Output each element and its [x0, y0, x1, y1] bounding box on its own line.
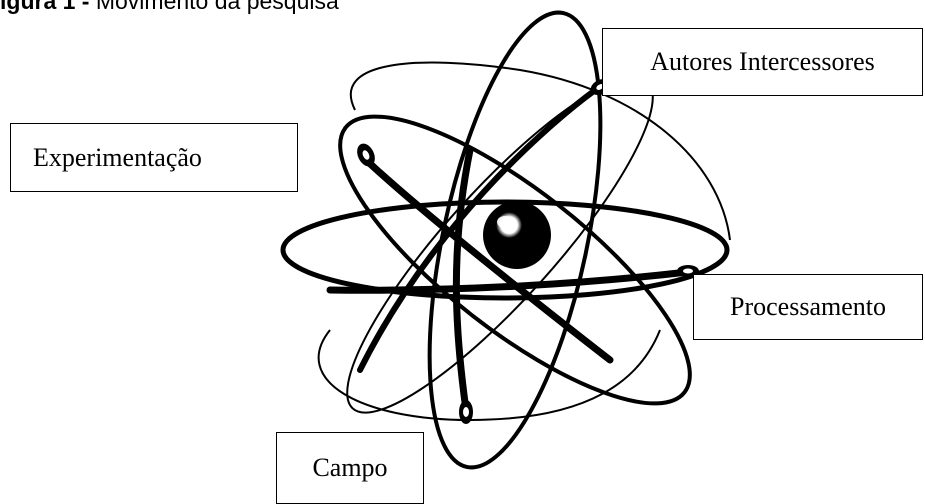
label-processamento: Processamento	[693, 274, 923, 340]
label-autores-intercessores: Autores Intercessores	[602, 28, 923, 96]
nucleus-icon	[483, 201, 551, 269]
streak-autores	[360, 88, 598, 370]
label-experimentacao: Experimentação	[10, 123, 298, 192]
label-campo: Campo	[276, 432, 424, 504]
orbit-swoosh-bottom	[319, 330, 660, 420]
electron-icon	[459, 400, 473, 424]
streak-campo	[456, 150, 470, 410]
